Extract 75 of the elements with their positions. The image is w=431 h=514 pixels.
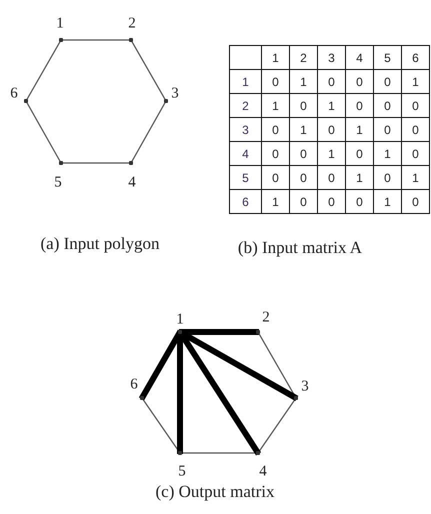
vertex-number: 2 xyxy=(128,16,136,32)
polygon-edge xyxy=(179,329,259,335)
matrix-value: 0 xyxy=(374,70,402,94)
matrix-value: 0 xyxy=(262,166,290,190)
matrix-value: 0 xyxy=(374,118,402,142)
matrix-value: 1 xyxy=(318,142,346,166)
vertex-number: 6 xyxy=(10,86,18,102)
row-header: 2 xyxy=(230,94,262,118)
figure-caption: (b) Input matrix A xyxy=(238,238,362,258)
row-header: 6 xyxy=(230,190,262,214)
matrix-value: 0 xyxy=(290,142,318,166)
matrix-value: 1 xyxy=(374,142,402,166)
row-header: 3 xyxy=(230,118,262,142)
matrix-value: 0 xyxy=(318,190,346,214)
matrix-value: 0 xyxy=(346,70,374,94)
matrix-value: 0 xyxy=(290,190,318,214)
matrix-value: 0 xyxy=(346,94,374,118)
polygon-edge xyxy=(177,331,183,454)
polygon-edge xyxy=(258,399,296,452)
polygon-edge xyxy=(181,452,257,454)
figure-caption: (c) Output matrix xyxy=(156,482,274,502)
polygon-edge xyxy=(131,102,166,162)
vertex-number: 6 xyxy=(130,378,138,392)
matrix-value: 1 xyxy=(262,190,290,214)
column-header: 4 xyxy=(346,46,374,70)
vertex-number: 1 xyxy=(176,312,184,328)
polygon-edge xyxy=(142,399,180,452)
polygon-edge xyxy=(26,102,61,162)
polygon-edge xyxy=(131,41,166,100)
matrix-value: 0 xyxy=(290,94,318,118)
column-header: 5 xyxy=(374,46,402,70)
vertex-number: 5 xyxy=(54,176,62,190)
matrix-value: 1 xyxy=(346,118,374,142)
matrix-value: 1 xyxy=(374,190,402,214)
vertex-number: 4 xyxy=(259,464,267,480)
matrix-value: 1 xyxy=(318,94,346,118)
matrix-value: 0 xyxy=(262,70,290,94)
vertex-number: 4 xyxy=(128,176,136,190)
matrix-value: 1 xyxy=(290,118,318,142)
column-header: 3 xyxy=(318,46,346,70)
row-header: 1 xyxy=(230,70,262,94)
vertex-number: 5 xyxy=(178,464,186,480)
vertex-number: 2 xyxy=(262,310,270,326)
matrix-value: 0 xyxy=(346,190,374,214)
row-header: 5 xyxy=(230,166,262,190)
polygon-edge xyxy=(26,41,61,100)
column-header: 1 xyxy=(262,46,290,70)
column-header: 2 xyxy=(290,46,318,70)
matrix-value: 0 xyxy=(346,142,374,166)
matrix-value: 0 xyxy=(402,142,430,166)
polygon-edge xyxy=(62,162,130,164)
matrix-value: 0 xyxy=(318,70,346,94)
matrix-value: 0 xyxy=(374,94,402,118)
row-header: 4 xyxy=(230,142,262,166)
matrix-value: 0 xyxy=(402,118,430,142)
figure-caption: (a) Input polygon xyxy=(40,234,160,254)
polygon-edge xyxy=(178,330,298,400)
vertex-number: 1 xyxy=(56,16,64,32)
matrix-value: 1 xyxy=(262,94,290,118)
column-header: 6 xyxy=(402,46,430,70)
matrix-value: 0 xyxy=(318,166,346,190)
matrix-value: 0 xyxy=(374,166,402,190)
matrix-value: 0 xyxy=(290,166,318,190)
matrix-value: 1 xyxy=(402,166,430,190)
matrix-value: 1 xyxy=(402,70,430,94)
matrix-value: 0 xyxy=(262,118,290,142)
polygon-edge xyxy=(62,39,130,41)
matrix-value: 1 xyxy=(290,70,318,94)
vertex-number: 3 xyxy=(301,380,309,394)
matrix-value: 0 xyxy=(402,190,430,214)
matrix-value: 0 xyxy=(262,142,290,166)
matrix-value: 1 xyxy=(346,166,374,190)
matrix-value: 0 xyxy=(402,94,430,118)
vertex-number: 3 xyxy=(171,86,179,102)
matrix-value: 0 xyxy=(318,118,346,142)
